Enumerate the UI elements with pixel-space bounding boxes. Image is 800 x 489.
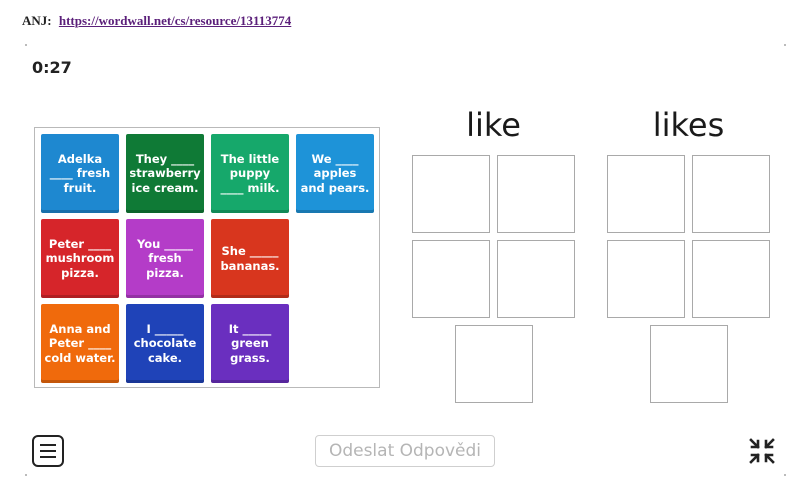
group-title-like: like	[466, 106, 521, 144]
frame-corner-top-left	[25, 44, 27, 46]
like-slot[interactable]	[497, 240, 575, 318]
card-2[interactable]: They ____ strawberry ice cream.	[126, 134, 204, 213]
likes-slot[interactable]	[692, 155, 770, 233]
card-text: They ____ strawberry ice cream.	[129, 151, 201, 195]
likes-slot[interactable]	[607, 155, 685, 233]
card-7[interactable]: She _____ bananas.	[211, 219, 289, 298]
card-4[interactable]: We ____ apples and pears.	[296, 134, 374, 213]
frame-corner-bottom-left	[25, 474, 27, 476]
menu-icon	[40, 444, 56, 446]
card-6[interactable]: You _____ fresh pizza.	[126, 219, 204, 298]
card-10[interactable]: It _____ green grass.	[211, 304, 289, 383]
card-text: We ____ apples and pears.	[300, 151, 370, 195]
like-slot[interactable]	[455, 325, 533, 403]
menu-button[interactable]	[32, 435, 64, 467]
card-text: The little puppy ____ milk.	[220, 151, 280, 195]
frame-corner-top-right	[784, 44, 786, 46]
like-slot[interactable]	[497, 155, 575, 233]
submit-answers-button[interactable]: Odeslat Odpovědi	[315, 435, 495, 467]
menu-icon-line	[40, 450, 56, 452]
card-1[interactable]: Adelka ____ fresh fruit.	[41, 134, 119, 213]
group-title-likes: likes	[652, 106, 725, 144]
like-slot[interactable]	[412, 155, 490, 233]
card-9[interactable]: I _____ chocolate cake.	[126, 304, 204, 383]
card-text: She _____ bananas.	[220, 244, 280, 273]
likes-slot[interactable]	[650, 325, 728, 403]
card-text: Anna and Peter ____ cold water.	[44, 321, 116, 365]
menu-icon-line	[40, 456, 56, 458]
card-3[interactable]: The little puppy ____ milk.	[211, 134, 289, 213]
likes-slot[interactable]	[607, 240, 685, 318]
resource-link[interactable]: https://wordwall.net/cs/resource/1311377…	[58, 13, 292, 28]
card-text: You _____ fresh pizza.	[136, 236, 194, 280]
card-text: I _____ chocolate cake.	[133, 321, 197, 365]
card-5[interactable]: Peter ____ mushroom pizza.	[41, 219, 119, 298]
card-8[interactable]: Anna and Peter ____ cold water.	[41, 304, 119, 383]
exit-fullscreen-button[interactable]	[748, 437, 776, 465]
exit-fullscreen-icon	[749, 438, 775, 464]
header-prefix: ANJ:	[22, 13, 52, 28]
card-pool: Adelka ____ fresh fruit. They ____ straw…	[34, 127, 380, 388]
frame-corner-bottom-right	[784, 474, 786, 476]
card-text: Peter ____ mushroom pizza.	[45, 236, 115, 280]
likes-slot[interactable]	[692, 240, 770, 318]
card-text: It _____ green grass.	[228, 321, 272, 365]
timer: 0:27	[32, 58, 72, 77]
card-text: Adelka ____ fresh fruit.	[49, 151, 111, 195]
resource-header: ANJ: https://wordwall.net/cs/resource/13…	[22, 13, 291, 29]
like-slot[interactable]	[412, 240, 490, 318]
